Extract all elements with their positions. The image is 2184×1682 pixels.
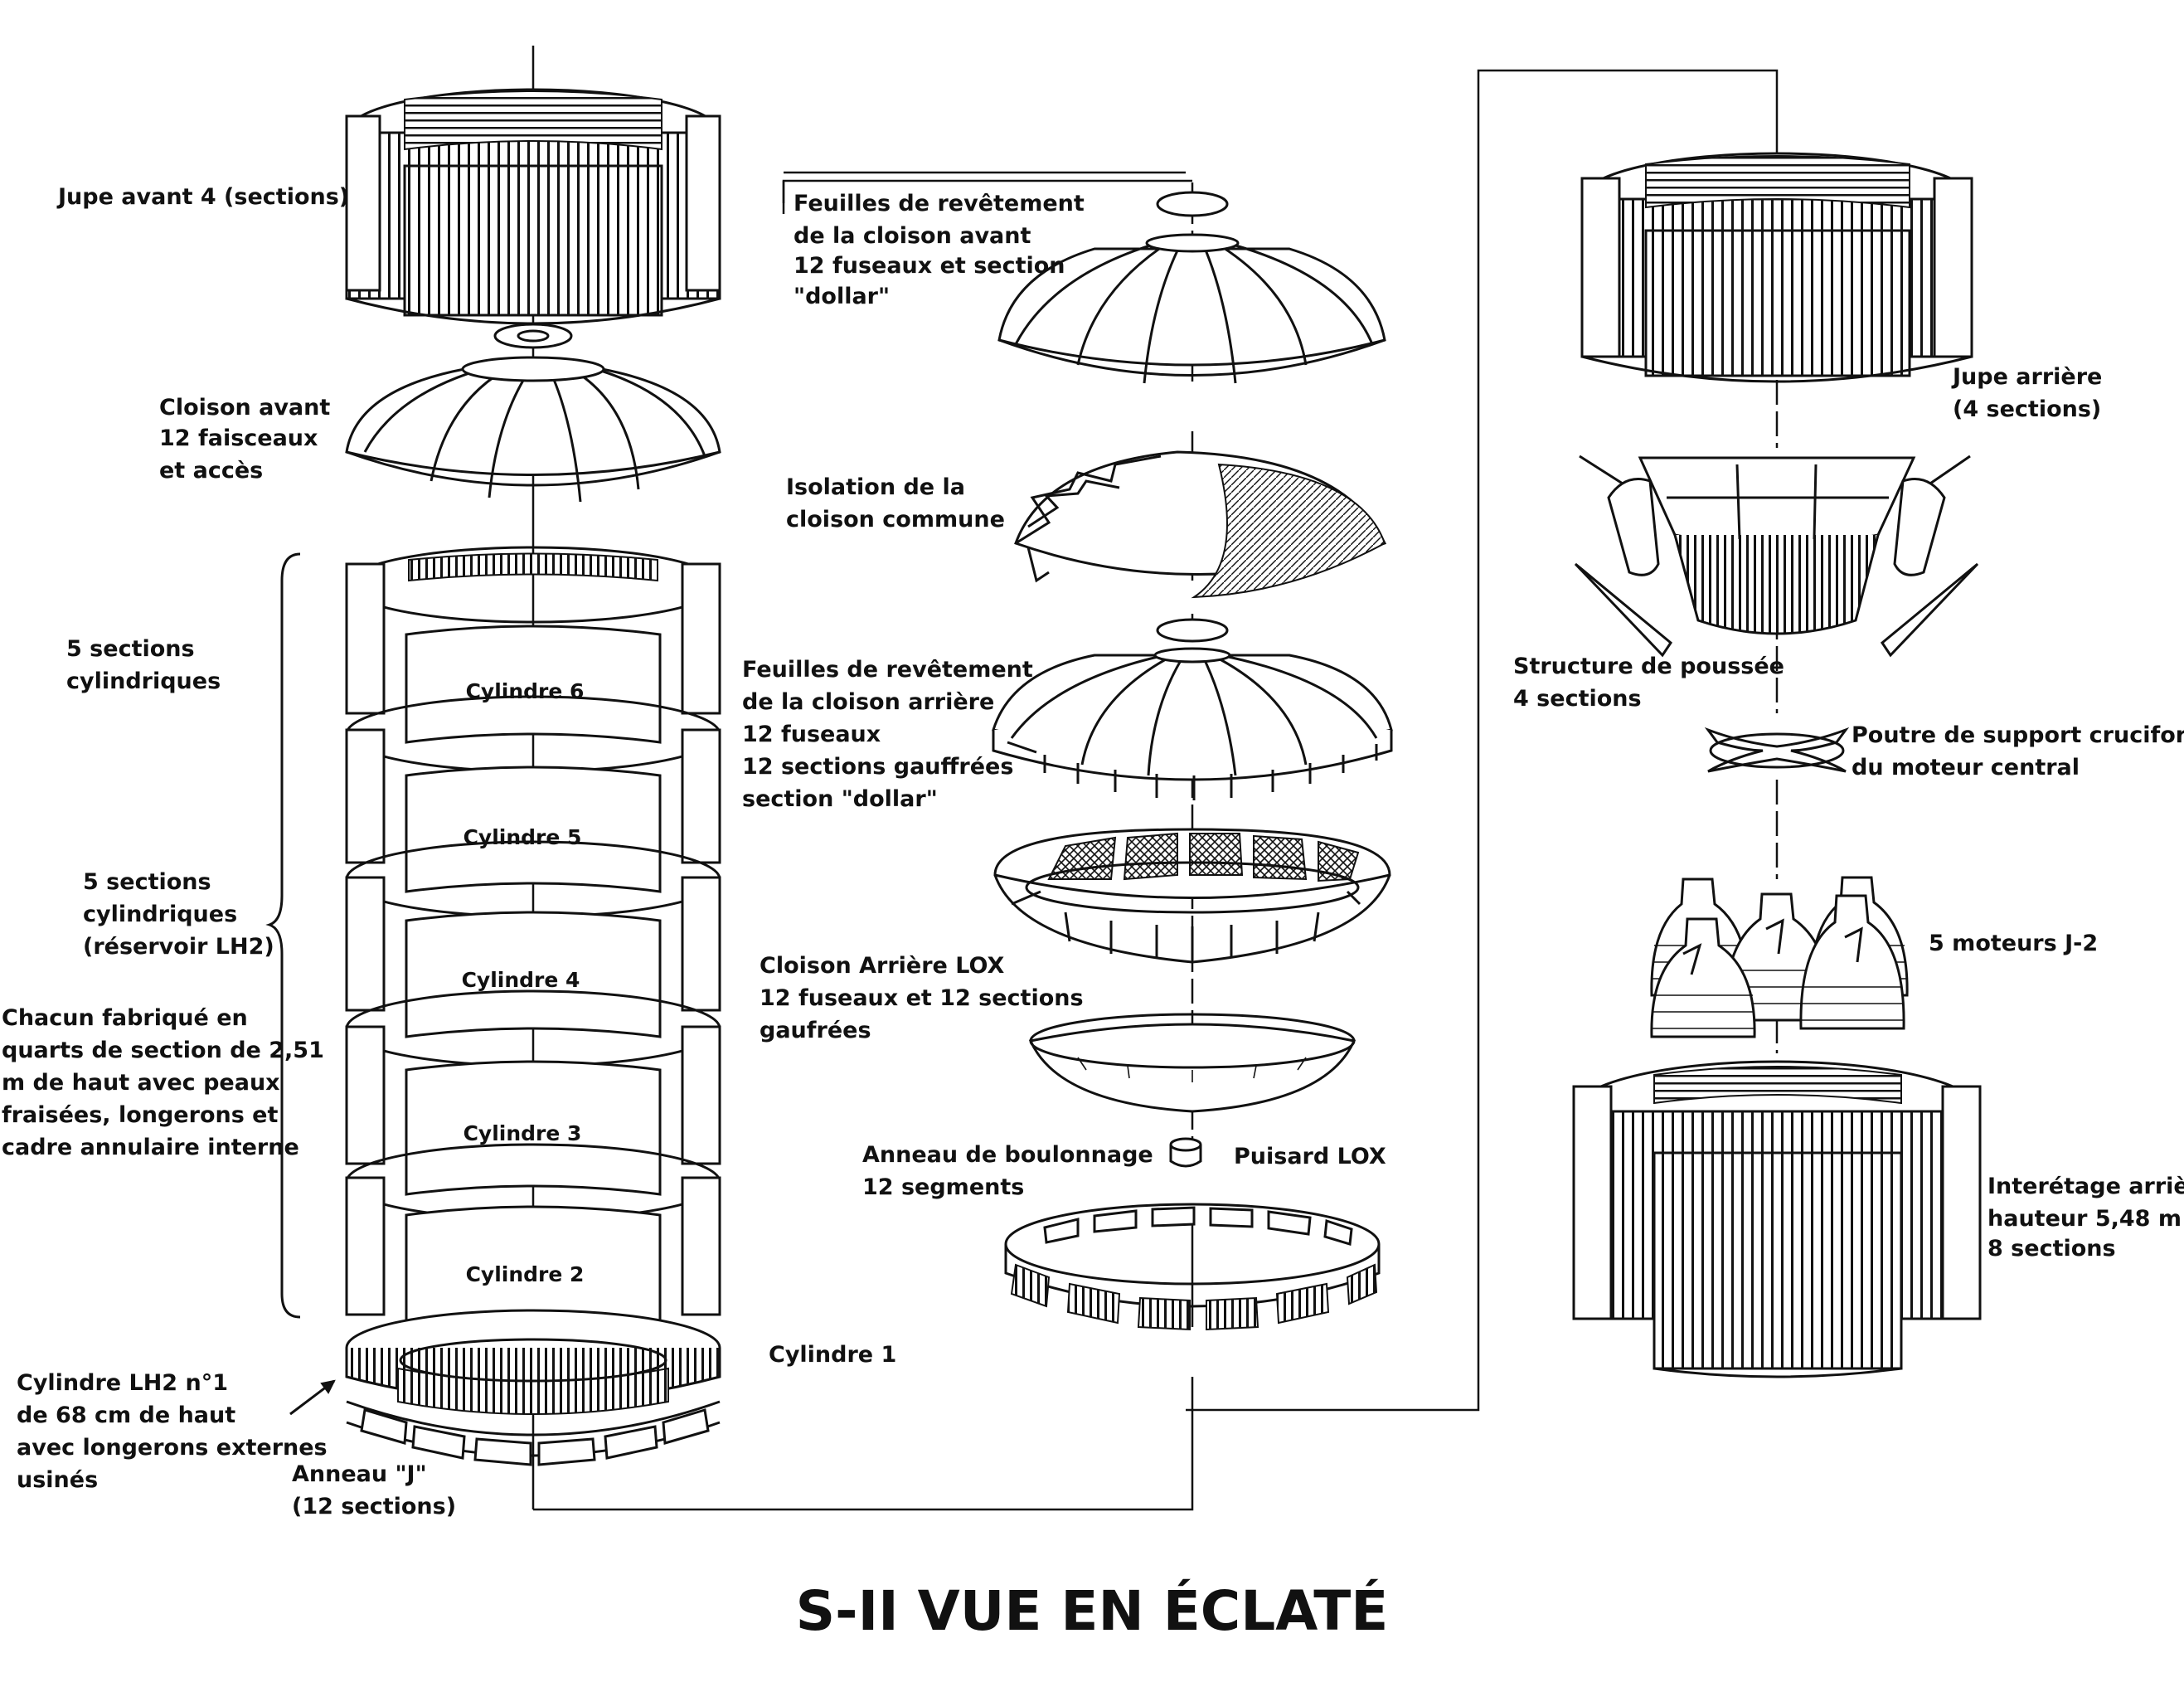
label-structure-poussee: Structure de poussée 4 sections bbox=[1513, 654, 1784, 712]
label-feuilles-avant: Feuilles de revêtement de la cloison ava… bbox=[794, 191, 1085, 309]
svg-text:du moteur central: du moteur central bbox=[1852, 755, 2080, 780]
label-anneau-j: Anneau "J" (12 sections) bbox=[292, 1461, 456, 1519]
cylinders-brace bbox=[265, 552, 301, 1319]
diagram-title: S-II VUE EN ÉCLATÉ bbox=[796, 1578, 1389, 1643]
aft-interstage bbox=[1572, 1060, 1982, 1378]
label-jupe-avant: Jupe avant 4 (sections) bbox=[56, 184, 349, 210]
svg-text:usinés: usinés bbox=[17, 1467, 98, 1493]
svg-text:Anneau "J": Anneau "J" bbox=[292, 1461, 427, 1487]
cylinder-lh2-pointer bbox=[289, 1379, 336, 1416]
svg-text:de la cloison avant: de la cloison avant bbox=[794, 223, 1031, 249]
common-bulkhead-insulation bbox=[1014, 450, 1387, 599]
svg-text:Cylindre LH2 n°1: Cylindre LH2 n°1 bbox=[17, 1370, 228, 1396]
svg-text:5 sections: 5 sections bbox=[83, 869, 211, 895]
label-moteurs: 5 moteurs J-2 bbox=[1929, 931, 2098, 956]
label-interetage: Interétage arrière hauteur 5,48 m 8 sect… bbox=[1987, 1174, 2184, 1262]
svg-text:12 sections gauffrées: 12 sections gauffrées bbox=[742, 754, 1013, 780]
svg-text:(réservoir LH2): (réservoir LH2) bbox=[83, 934, 274, 960]
svg-text:section "dollar": section "dollar" bbox=[742, 786, 938, 812]
svg-text:Feuilles de revêtement: Feuilles de revêtement bbox=[742, 657, 1033, 683]
label-cloison-lox: Cloison Arrière LOX 12 fuseaux et 12 sec… bbox=[760, 953, 1084, 1043]
svg-text:Cloison Arrière LOX: Cloison Arrière LOX bbox=[760, 953, 1004, 979]
label-jupe-arriere: Jupe arrière (4 sections) bbox=[1951, 364, 2102, 422]
cylinder-1-ring bbox=[345, 1309, 721, 1415]
j-ring bbox=[346, 1400, 721, 1466]
svg-text:Jupe arrière: Jupe arrière bbox=[1951, 364, 2102, 390]
svg-text:cloison commune: cloison commune bbox=[786, 507, 1005, 532]
svg-text:12 fuseaux et 12 sections: 12 fuseaux et 12 sections bbox=[760, 985, 1084, 1011]
svg-text:12 faisceaux: 12 faisceaux bbox=[159, 425, 318, 451]
svg-text:de la cloison arrière: de la cloison arrière bbox=[742, 689, 994, 715]
aft-skirt bbox=[1580, 152, 1973, 383]
label-puisard: Puisard LOX bbox=[1234, 1144, 1386, 1169]
svg-text:(4 sections): (4 sections) bbox=[1953, 396, 2101, 422]
svg-text:5 sections: 5 sections bbox=[66, 636, 195, 662]
label-cylindre-1: Cylindre 1 bbox=[769, 1342, 896, 1368]
label-poutre: Poutre de support cruciforme du moteur c… bbox=[1852, 722, 2184, 780]
svg-text:avec longerons externes: avec longerons externes bbox=[17, 1435, 328, 1461]
label-feuilles-arriere: Feuilles de revêtement de la cloison arr… bbox=[742, 657, 1033, 812]
svg-text:Structure de poussée: Structure de poussée bbox=[1513, 654, 1784, 679]
svg-text:cylindriques: cylindriques bbox=[83, 902, 237, 927]
svg-text:4 sections: 4 sections bbox=[1513, 686, 1642, 712]
svg-text:cylindriques: cylindriques bbox=[66, 668, 221, 694]
svg-text:quarts de section de 2,51: quarts de section de 2,51 bbox=[2, 1038, 324, 1063]
forward-bulkhead bbox=[345, 356, 721, 503]
svg-text:12 fuseaux et section: 12 fuseaux et section bbox=[794, 253, 1065, 279]
thrust-structure bbox=[1574, 455, 1979, 658]
svg-text:Cloison avant: Cloison avant bbox=[159, 395, 330, 420]
svg-text:Isolation de la: Isolation de la bbox=[786, 474, 965, 500]
lox-dish bbox=[1028, 1013, 1357, 1113]
cylinder-5-label: Cylindre 5 bbox=[463, 825, 582, 849]
label-cylindre-lh2: Cylindre LH2 n°1 de 68 cm de haut avec l… bbox=[17, 1370, 328, 1493]
svg-text:Poutre de support cruciforme: Poutre de support cruciforme bbox=[1852, 722, 2184, 748]
bolting-ring bbox=[1004, 1203, 1381, 1331]
svg-text:Feuilles de revêtement: Feuilles de revêtement bbox=[794, 191, 1085, 216]
svg-text:Interétage arrière: Interétage arrière bbox=[1987, 1174, 2184, 1199]
lox-aft-bulkhead bbox=[993, 828, 1391, 964]
svg-text:fraisées, longerons et: fraisées, longerons et bbox=[2, 1102, 278, 1128]
cylinder-6-label: Cylindre 6 bbox=[466, 679, 585, 703]
svg-text:m de haut avec peaux: m de haut avec peaux bbox=[2, 1070, 280, 1096]
lox-sump bbox=[1169, 1137, 1202, 1168]
svg-text:Anneau de boulonnage: Anneau de boulonnage bbox=[862, 1142, 1153, 1168]
svg-text:"dollar": "dollar" bbox=[794, 284, 890, 309]
cylinder-3-label: Cylindre 3 bbox=[463, 1121, 582, 1145]
svg-text:12 fuseaux: 12 fuseaux bbox=[742, 722, 881, 747]
label-5-sections-1: 5 sections cylindriques bbox=[66, 636, 221, 694]
svg-text:Puisard LOX: Puisard LOX bbox=[1234, 1144, 1386, 1169]
label-isolation: Isolation de la cloison commune bbox=[786, 474, 1005, 532]
label-chacun: Chacun fabriqué en quarts de section de … bbox=[2, 1005, 324, 1160]
label-5-sections-2: 5 sections cylindriques (réservoir LH2) bbox=[83, 869, 274, 960]
cylinder-labels: Cylindre 6 Cylindre 5 Cylindre 4 Cylindr… bbox=[462, 679, 585, 1286]
svg-text:12 segments: 12 segments bbox=[862, 1174, 1024, 1200]
cylinder-stack bbox=[345, 546, 721, 1337]
svg-text:hauteur 5,48 m: hauteur 5,48 m bbox=[1987, 1206, 2182, 1232]
svg-text:de 68 cm de haut: de 68 cm de haut bbox=[17, 1402, 235, 1428]
forward-bulkhead-skins bbox=[997, 191, 1386, 384]
svg-text:8 sections: 8 sections bbox=[1987, 1236, 2116, 1262]
svg-text:Chacun fabriqué en: Chacun fabriqué en bbox=[2, 1005, 248, 1031]
cylinder-2-label: Cylindre 2 bbox=[466, 1262, 585, 1286]
svg-text:(12 sections): (12 sections) bbox=[292, 1494, 456, 1519]
forward-skirt-ring bbox=[493, 323, 573, 349]
j2-engines bbox=[1650, 876, 1909, 1038]
label-cloison-avant: Cloison avant 12 faisceaux et accès bbox=[159, 395, 330, 484]
svg-text:cadre annulaire interne: cadre annulaire interne bbox=[2, 1135, 299, 1160]
svg-text:et accès: et accès bbox=[159, 458, 263, 484]
cruciform-beam bbox=[1704, 727, 1850, 773]
svg-text:5 moteurs J-2: 5 moteurs J-2 bbox=[1929, 931, 2098, 956]
svg-text:Cylindre 1: Cylindre 1 bbox=[769, 1342, 896, 1368]
cylinder-4-label: Cylindre 4 bbox=[462, 968, 580, 992]
svg-text:gaufrées: gaufrées bbox=[760, 1018, 871, 1043]
label-anneau-boulonnage: Anneau de boulonnage 12 segments bbox=[862, 1142, 1153, 1200]
aft-bulkhead-skins bbox=[992, 618, 1393, 800]
svg-text:Jupe avant 4 (sections): Jupe avant 4 (sections) bbox=[56, 184, 349, 210]
forward-skirt bbox=[345, 88, 721, 325]
